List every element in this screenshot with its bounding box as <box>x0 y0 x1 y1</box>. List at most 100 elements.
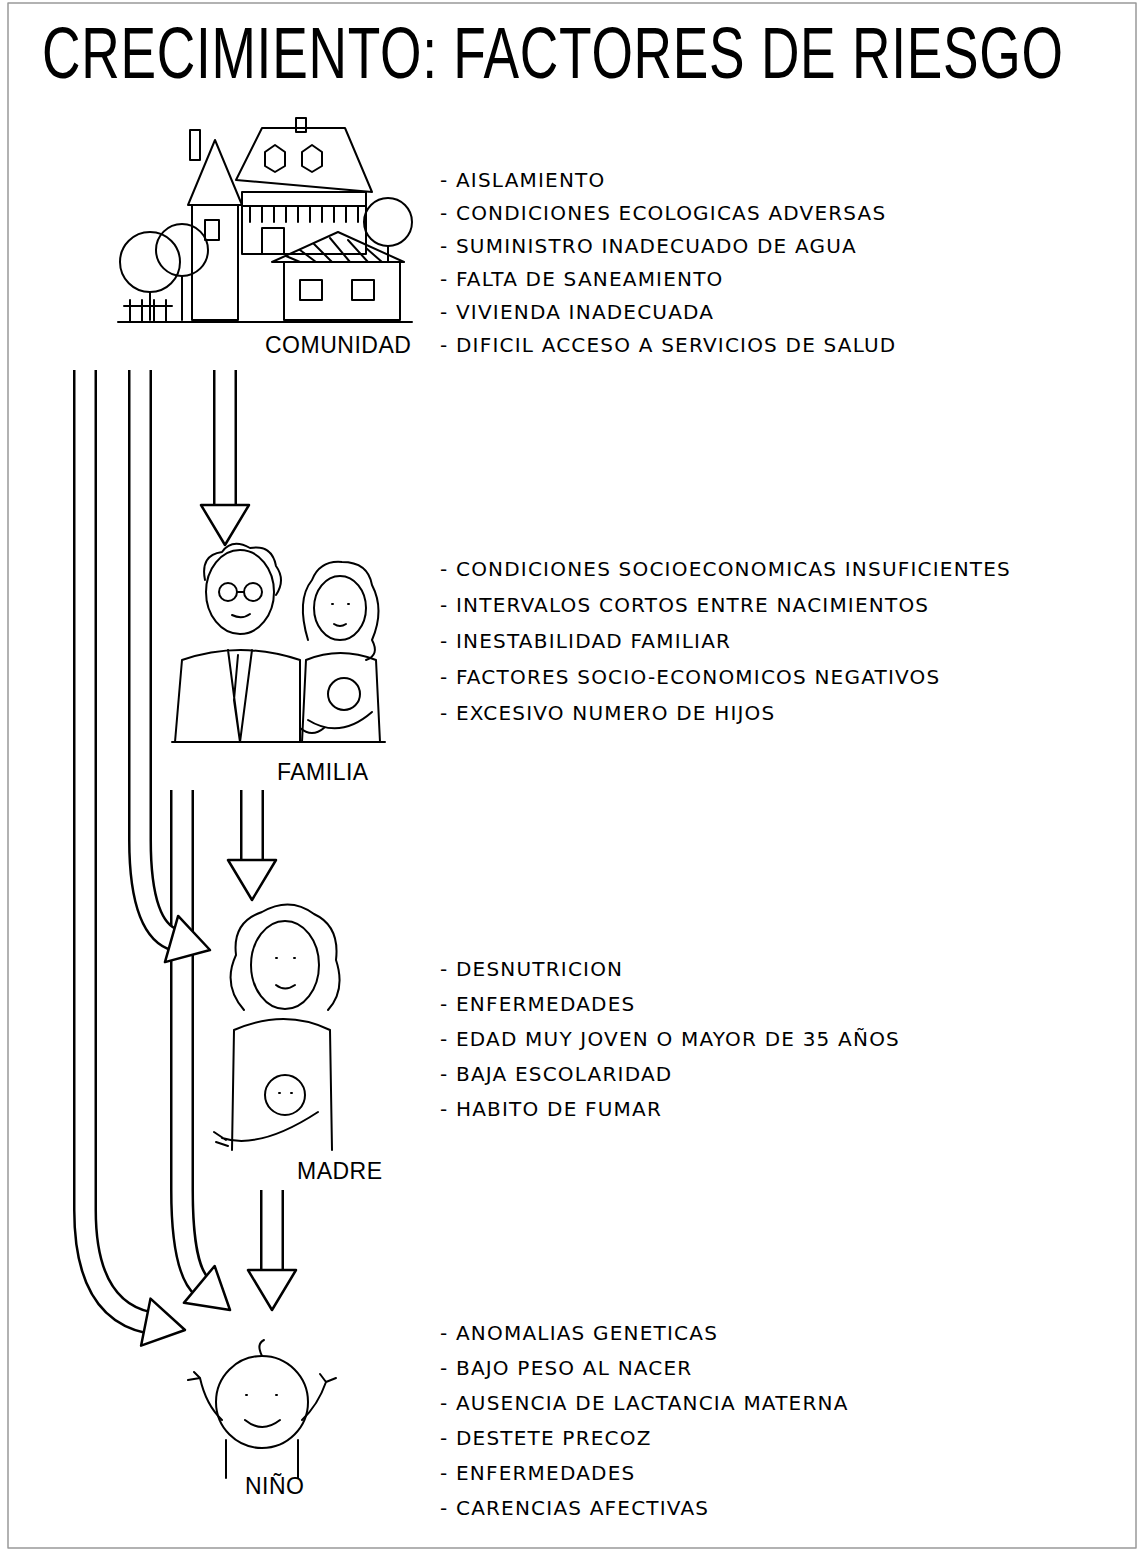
face <box>276 958 295 989</box>
risk-list: - CONDICIONES SOCIOECONOMICAS INSUFICIEN… <box>440 551 1130 731</box>
roof <box>188 140 242 205</box>
family-drawing <box>172 544 385 742</box>
mother-drawing <box>214 904 340 1150</box>
baby <box>265 1075 305 1115</box>
glasses <box>219 583 237 601</box>
glasses <box>244 583 262 601</box>
node-group: COMUNIDAD - AISLAMIENTO- CONDICIONES ECOL… <box>110 120 1130 370</box>
risk-item: - INTERVALOS CORTOS ENTRE NACIMIENTOS <box>440 587 1130 623</box>
suit <box>175 650 300 742</box>
arm <box>188 1372 336 1420</box>
risk-item: - ANOMALIAS GENETICAS <box>440 1316 1130 1351</box>
flow-arrow <box>182 790 230 1310</box>
arrow-fill <box>216 370 235 509</box>
body <box>226 1440 298 1478</box>
face <box>279 1092 292 1094</box>
head <box>251 921 319 1009</box>
head <box>206 550 274 634</box>
arrow-head <box>248 1270 296 1310</box>
arrow-fill <box>85 370 150 1323</box>
arrow-fill <box>243 790 262 864</box>
risk-item: - INESTABILIDAD FAMILIAR <box>440 623 1130 659</box>
body <box>232 1019 332 1150</box>
arrow-head <box>165 916 210 962</box>
window <box>265 145 285 172</box>
face <box>232 592 250 617</box>
arrow-head <box>141 1299 185 1346</box>
risk-list: - ANOMALIAS GENETICAS- BAJO PESO AL NACE… <box>440 1316 1130 1526</box>
roof-stripes <box>286 238 382 262</box>
risk-item: - DESNUTRICION <box>440 952 1130 987</box>
risk-item: - FACTORES SOCIO-ECONOMICOS NEGATIVOS <box>440 659 1130 695</box>
tree <box>120 232 180 292</box>
hair-curl <box>259 1340 264 1356</box>
window <box>205 220 219 240</box>
arrow-outline <box>213 370 237 509</box>
node-name: NIÑO <box>245 1473 305 1500</box>
risk-item: - AUSENCIA DE LACTANCIA MATERNA <box>440 1386 1130 1421</box>
arm <box>214 1112 318 1146</box>
window <box>300 280 322 300</box>
risk-list: - DESNUTRICION- ENFERMEDADES- EDAD MUY J… <box>440 952 1130 1127</box>
flow-arrow <box>201 370 249 545</box>
flow-arrow <box>85 370 185 1346</box>
risk-item: - VIVIENDA INADECUADA <box>440 296 1130 329</box>
fence <box>118 300 412 322</box>
head <box>216 1356 308 1448</box>
chimney <box>190 130 200 160</box>
page-frame <box>8 3 1136 1548</box>
ground <box>172 741 385 743</box>
node-group: FAMILIA - CONDICIONES SOCIOECONOMICAS INS… <box>170 545 1130 790</box>
flow-arrow <box>140 370 210 962</box>
risk-item: - BAJA ESCOLARIDAD <box>440 1057 1130 1092</box>
risk-item: - DIFICIL ACCESO A SERVICIOS DE SALUD <box>440 329 1130 362</box>
window <box>302 145 322 172</box>
risk-item: - DESTETE PRECOZ <box>440 1421 1130 1456</box>
risk-item: - BAJO PESO AL NACER <box>440 1351 1130 1386</box>
arrow-outline <box>182 790 202 1287</box>
arm <box>300 712 372 733</box>
node-name: FAMILIA <box>277 759 369 786</box>
house <box>192 205 238 320</box>
roof <box>236 128 372 192</box>
arrow-outline <box>140 370 175 940</box>
risk-list: - AISLAMIENTO- CONDICIONES ECOLOGICAS AD… <box>440 164 1130 362</box>
window <box>352 280 374 300</box>
risk-item: - AISLAMIENTO <box>440 164 1130 197</box>
house <box>284 262 400 320</box>
risk-item: - HABITO DE FUMAR <box>440 1092 1130 1127</box>
arrow-head <box>228 860 276 900</box>
node-group: NIÑO - ANOMALIAS GENETICAS- BAJO PESO AL … <box>185 1310 1130 1510</box>
hair <box>303 562 379 660</box>
node-name: COMUNIDAD <box>265 332 411 359</box>
node-group: MADRE - DESNUTRICION- ENFERMEDADES- EDAD … <box>210 900 1130 1190</box>
roof <box>272 232 404 262</box>
hair <box>231 904 340 1010</box>
risk-item: - CONDICIONES SOCIOECONOMICAS INSUFICIEN… <box>440 551 1130 587</box>
face <box>332 604 349 626</box>
risk-item: - ENFERMEDADES <box>440 987 1130 1022</box>
arrow-outline <box>85 370 150 1323</box>
flow-arrow <box>248 1190 296 1310</box>
house <box>242 192 366 254</box>
risk-item: - SUMINISTRO INADECUADO DE AGUA <box>440 230 1130 263</box>
face <box>245 1395 280 1427</box>
risk-item: - FALTA DE SANEAMIENTO <box>440 263 1130 296</box>
arrow-head <box>201 505 249 545</box>
risk-item: - CARENCIAS AFECTIVAS <box>440 1491 1130 1526</box>
arrow-head <box>184 1266 230 1310</box>
tree <box>156 224 208 276</box>
arrow-outline <box>260 1190 284 1274</box>
arrow-fill <box>182 790 202 1287</box>
risk-item: - ENFERMEDADES <box>440 1456 1130 1491</box>
door <box>262 228 284 254</box>
flow-arrow <box>228 790 276 900</box>
node-name: MADRE <box>297 1158 383 1185</box>
arrow-fill <box>263 1190 282 1274</box>
arrow-outline <box>240 790 264 864</box>
head <box>314 576 366 640</box>
arrow-fill <box>140 370 175 940</box>
